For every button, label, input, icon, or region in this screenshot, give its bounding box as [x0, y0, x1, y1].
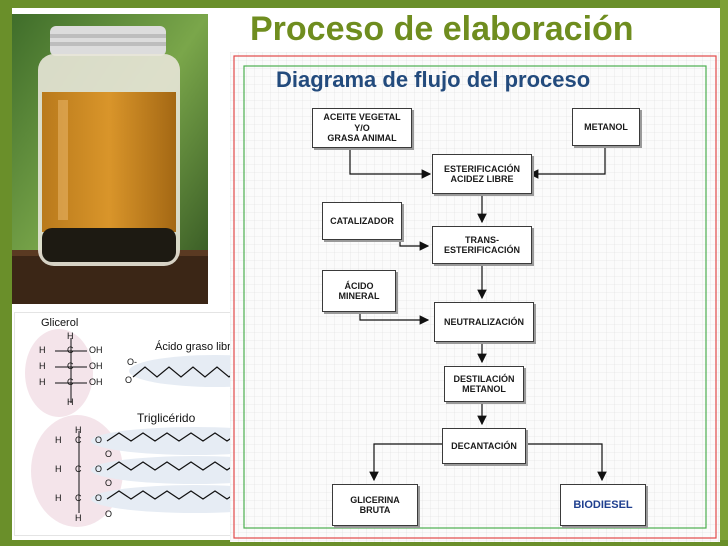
atom-h: H [75, 425, 82, 435]
atom-h: H [39, 377, 46, 387]
atom-o: O [105, 449, 113, 459]
slide-title: Proceso de elaboración [250, 10, 634, 48]
box-catalizador: CATALIZADOR [322, 202, 402, 240]
fatty-acid-label: Ácido graso libre [155, 341, 237, 353]
box-decantacion: DECANTACIÓN [442, 428, 526, 464]
atom-c: C [75, 435, 82, 445]
atom-h: H [55, 464, 62, 474]
atom-o: O [95, 435, 103, 445]
atom-h: H [55, 435, 62, 445]
process-flow-diagram: Diagrama de flujo del proceso ACEITE VEG… [230, 52, 720, 542]
atom-h: H [67, 397, 74, 407]
flowchart-title: Diagrama de flujo del proceso [276, 67, 591, 92]
atom-o: O [105, 478, 113, 488]
triglyceride-label: Triglicérido [137, 411, 196, 425]
atom-c: C [67, 377, 74, 387]
top-decorative-band [0, 0, 728, 8]
atom-h: H [39, 361, 46, 371]
box-glicerina-bruta: GLICERINA BRUTA [332, 484, 418, 526]
atom-h: H [67, 331, 74, 341]
left-decorative-band [0, 0, 12, 546]
box-transesterificacion: TRANS- ESTERIFICACIÓN [432, 226, 532, 264]
box-metanol: METANOL [572, 108, 640, 146]
atom-oh: OH [89, 345, 103, 355]
atom-o: O [95, 493, 103, 503]
atom-c: C [75, 464, 82, 474]
glycerol-label: Glicerol [41, 317, 79, 329]
atom-oh: OH [89, 361, 103, 371]
atom-oh: OH [89, 377, 103, 387]
atom-c: C [67, 345, 74, 355]
box-acido-mineral: ÁCIDO MINERAL [322, 270, 396, 312]
oil-jar-photo [12, 14, 208, 304]
atom-o: O [105, 509, 113, 519]
box-neutralizacion: NEUTRALIZACIÓN [434, 302, 534, 342]
box-esterificacion: ESTERIFICACIÓN ACIDEZ LIBRE [432, 154, 532, 194]
atom-o: O [95, 464, 103, 474]
atom-h: H [39, 345, 46, 355]
atom-o: O [125, 375, 133, 385]
atom-h: H [55, 493, 62, 503]
box-aceite-vegetal: ACEITE VEGETAL Y/O GRASA ANIMAL [312, 108, 412, 148]
bottom-decorative-band [0, 540, 728, 546]
atom-c: C [67, 361, 74, 371]
box-biodiesel: BIODIESEL [560, 484, 646, 526]
atom-c: C [75, 493, 82, 503]
right-decorative-band [720, 0, 728, 546]
atom-o-minus: O- [127, 357, 137, 367]
box-destilacion-metanol: DESTILACIÓN METANOL [444, 366, 524, 402]
atom-h: H [75, 513, 82, 523]
